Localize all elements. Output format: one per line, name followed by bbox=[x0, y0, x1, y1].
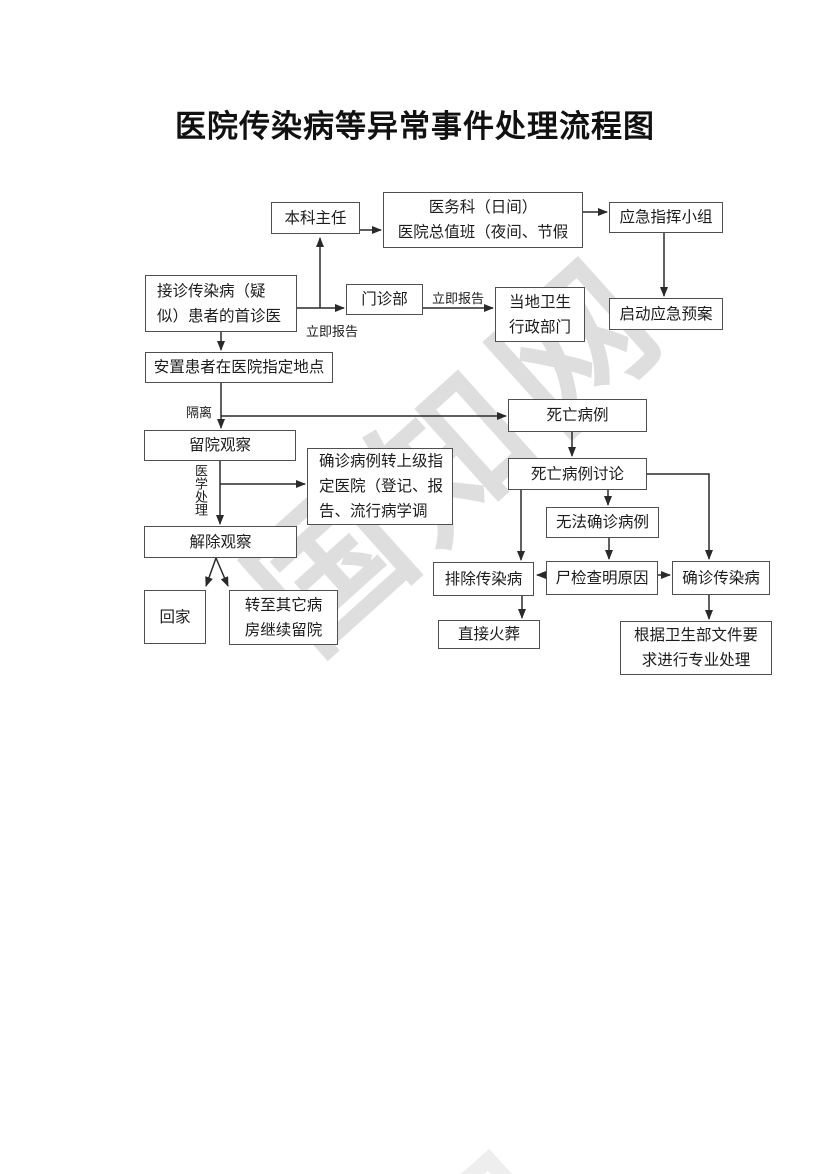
flow-edge-jiechu-to-huijia bbox=[205, 557, 217, 587]
label-liji-baogao-1: 立即报告 bbox=[306, 324, 359, 339]
flow-node-huijia: 回家 bbox=[144, 590, 206, 644]
flow-node-quezhen-chuanranbing: 确诊传染病 bbox=[672, 561, 770, 595]
flow-node-zhijie-huozang: 直接火葬 bbox=[438, 620, 540, 649]
label-yixue-chuli: 医学处理 bbox=[193, 464, 208, 516]
flow-node-siwang-taolun: 死亡病例讨论 bbox=[508, 458, 647, 490]
flow-node-shijian-yuanyin: 尸检查明原因 bbox=[546, 561, 658, 595]
flow-node-qidong-yuan: 启动应急预案 bbox=[609, 298, 723, 330]
flow-node-yiwuke: 医务科（日间） 医院总值班（夜间、节假 bbox=[383, 192, 583, 248]
flow-edge-jiechu-to-zhuanzhi bbox=[215, 557, 229, 587]
page-title: 医院传染病等异常事件处理流程图 bbox=[175, 109, 655, 144]
flow-node-jiechu-guancha: 解除观察 bbox=[144, 526, 297, 558]
flow-node-benke-zhuren: 本科主任 bbox=[271, 202, 360, 234]
flow-node-jiezhen-yisheng: 接诊传染病（疑 似）患者的首诊医 bbox=[145, 275, 297, 332]
flow-node-zhuanzhi-liuyuan: 转至其它病 房继续留院 bbox=[229, 590, 338, 645]
flow-node-paichu-chuanranbing: 排除传染病 bbox=[433, 562, 534, 596]
flow-edges bbox=[205, 208, 713, 620]
flow-node-menzhenbu: 门诊部 bbox=[346, 284, 423, 315]
flow-edge-taolun-to-quezhen bbox=[647, 473, 713, 560]
label-geli: 隔离 bbox=[186, 405, 213, 420]
flow-node-quezhen-zhuanyuan: 确诊病例转上级指 定医院（登记、报 告、流行病学调 bbox=[307, 448, 453, 525]
flow-node-yingji-zhihui: 应急指挥小组 bbox=[609, 202, 723, 233]
flow-node-anzhi-huanzhe: 安置患者在医院指定地点 bbox=[145, 352, 333, 383]
label-liji-baogao-2: 立即报告 bbox=[432, 291, 485, 306]
flow-node-liuyuan-guancha: 留院观察 bbox=[144, 430, 296, 461]
flow-node-siwang-bingli: 死亡病例 bbox=[508, 399, 647, 432]
flow-node-dangdi-weisheng: 当地卫生 行政部门 bbox=[495, 287, 585, 342]
flow-node-genju-wenjian: 根据卫生部文件要 求进行专业处理 bbox=[620, 621, 772, 675]
flow-node-wufa-quezhen: 无法确诊病例 bbox=[546, 507, 659, 538]
